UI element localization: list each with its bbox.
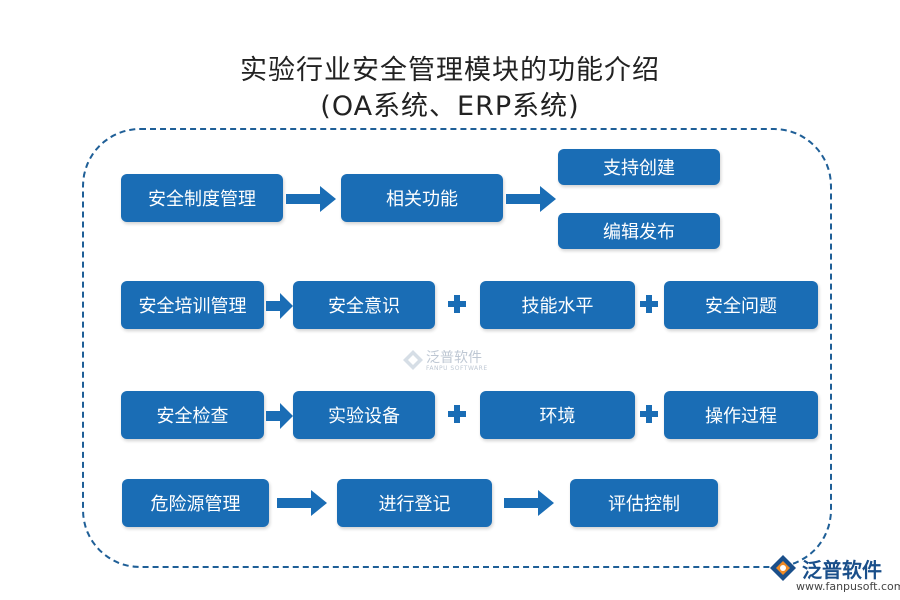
arrow-icon (506, 186, 556, 212)
node-safety-awareness: 安全意识 (293, 281, 435, 329)
fanpu-logo-icon (403, 350, 423, 370)
watermark: 泛普软件 FANPU SOFTWARE (402, 346, 494, 376)
node-support-create: 支持创建 (558, 149, 720, 185)
node-hazard-management: 危险源管理 (122, 479, 269, 527)
node-assess-control: 评估控制 (570, 479, 718, 527)
node-safety-training: 安全培训管理 (121, 281, 264, 329)
node-environment: 环境 (480, 391, 635, 439)
watermark-subtext: FANPU SOFTWARE (426, 365, 488, 372)
brand-logo: 泛普软件 www.fanpusoft.com (768, 552, 900, 596)
node-lab-equipment: 实验设备 (293, 391, 435, 439)
node-safety-inspection: 安全检查 (121, 391, 264, 439)
plus-icon (640, 405, 658, 423)
watermark-text: 泛普软件 (426, 350, 482, 366)
brand-url: www.fanpusoft.com (796, 580, 900, 593)
arrow-icon (277, 490, 327, 516)
node-related-functions: 相关功能 (341, 174, 503, 222)
diagram-subtitle: (OA系统、ERP系统) (320, 91, 580, 122)
node-skill-level: 技能水平 (480, 281, 635, 329)
node-register: 进行登记 (337, 479, 492, 527)
arrow-icon (504, 490, 554, 516)
node-edit-publish: 编辑发布 (558, 213, 720, 249)
node-safety-issues: 安全问题 (664, 281, 818, 329)
diagram-title: 实验行业安全管理模块的功能介绍 (240, 55, 660, 86)
brand-name: 泛普软件 (802, 558, 882, 582)
plus-icon (448, 295, 466, 313)
arrow-icon (266, 293, 293, 319)
plus-icon (640, 295, 658, 313)
arrow-icon (266, 403, 293, 429)
fanpu-logo-icon (770, 555, 796, 581)
node-safety-policy: 安全制度管理 (121, 174, 283, 222)
node-operation-process: 操作过程 (664, 391, 818, 439)
plus-icon (448, 405, 466, 423)
dashed-frame (82, 128, 832, 568)
arrow-icon (286, 186, 336, 212)
